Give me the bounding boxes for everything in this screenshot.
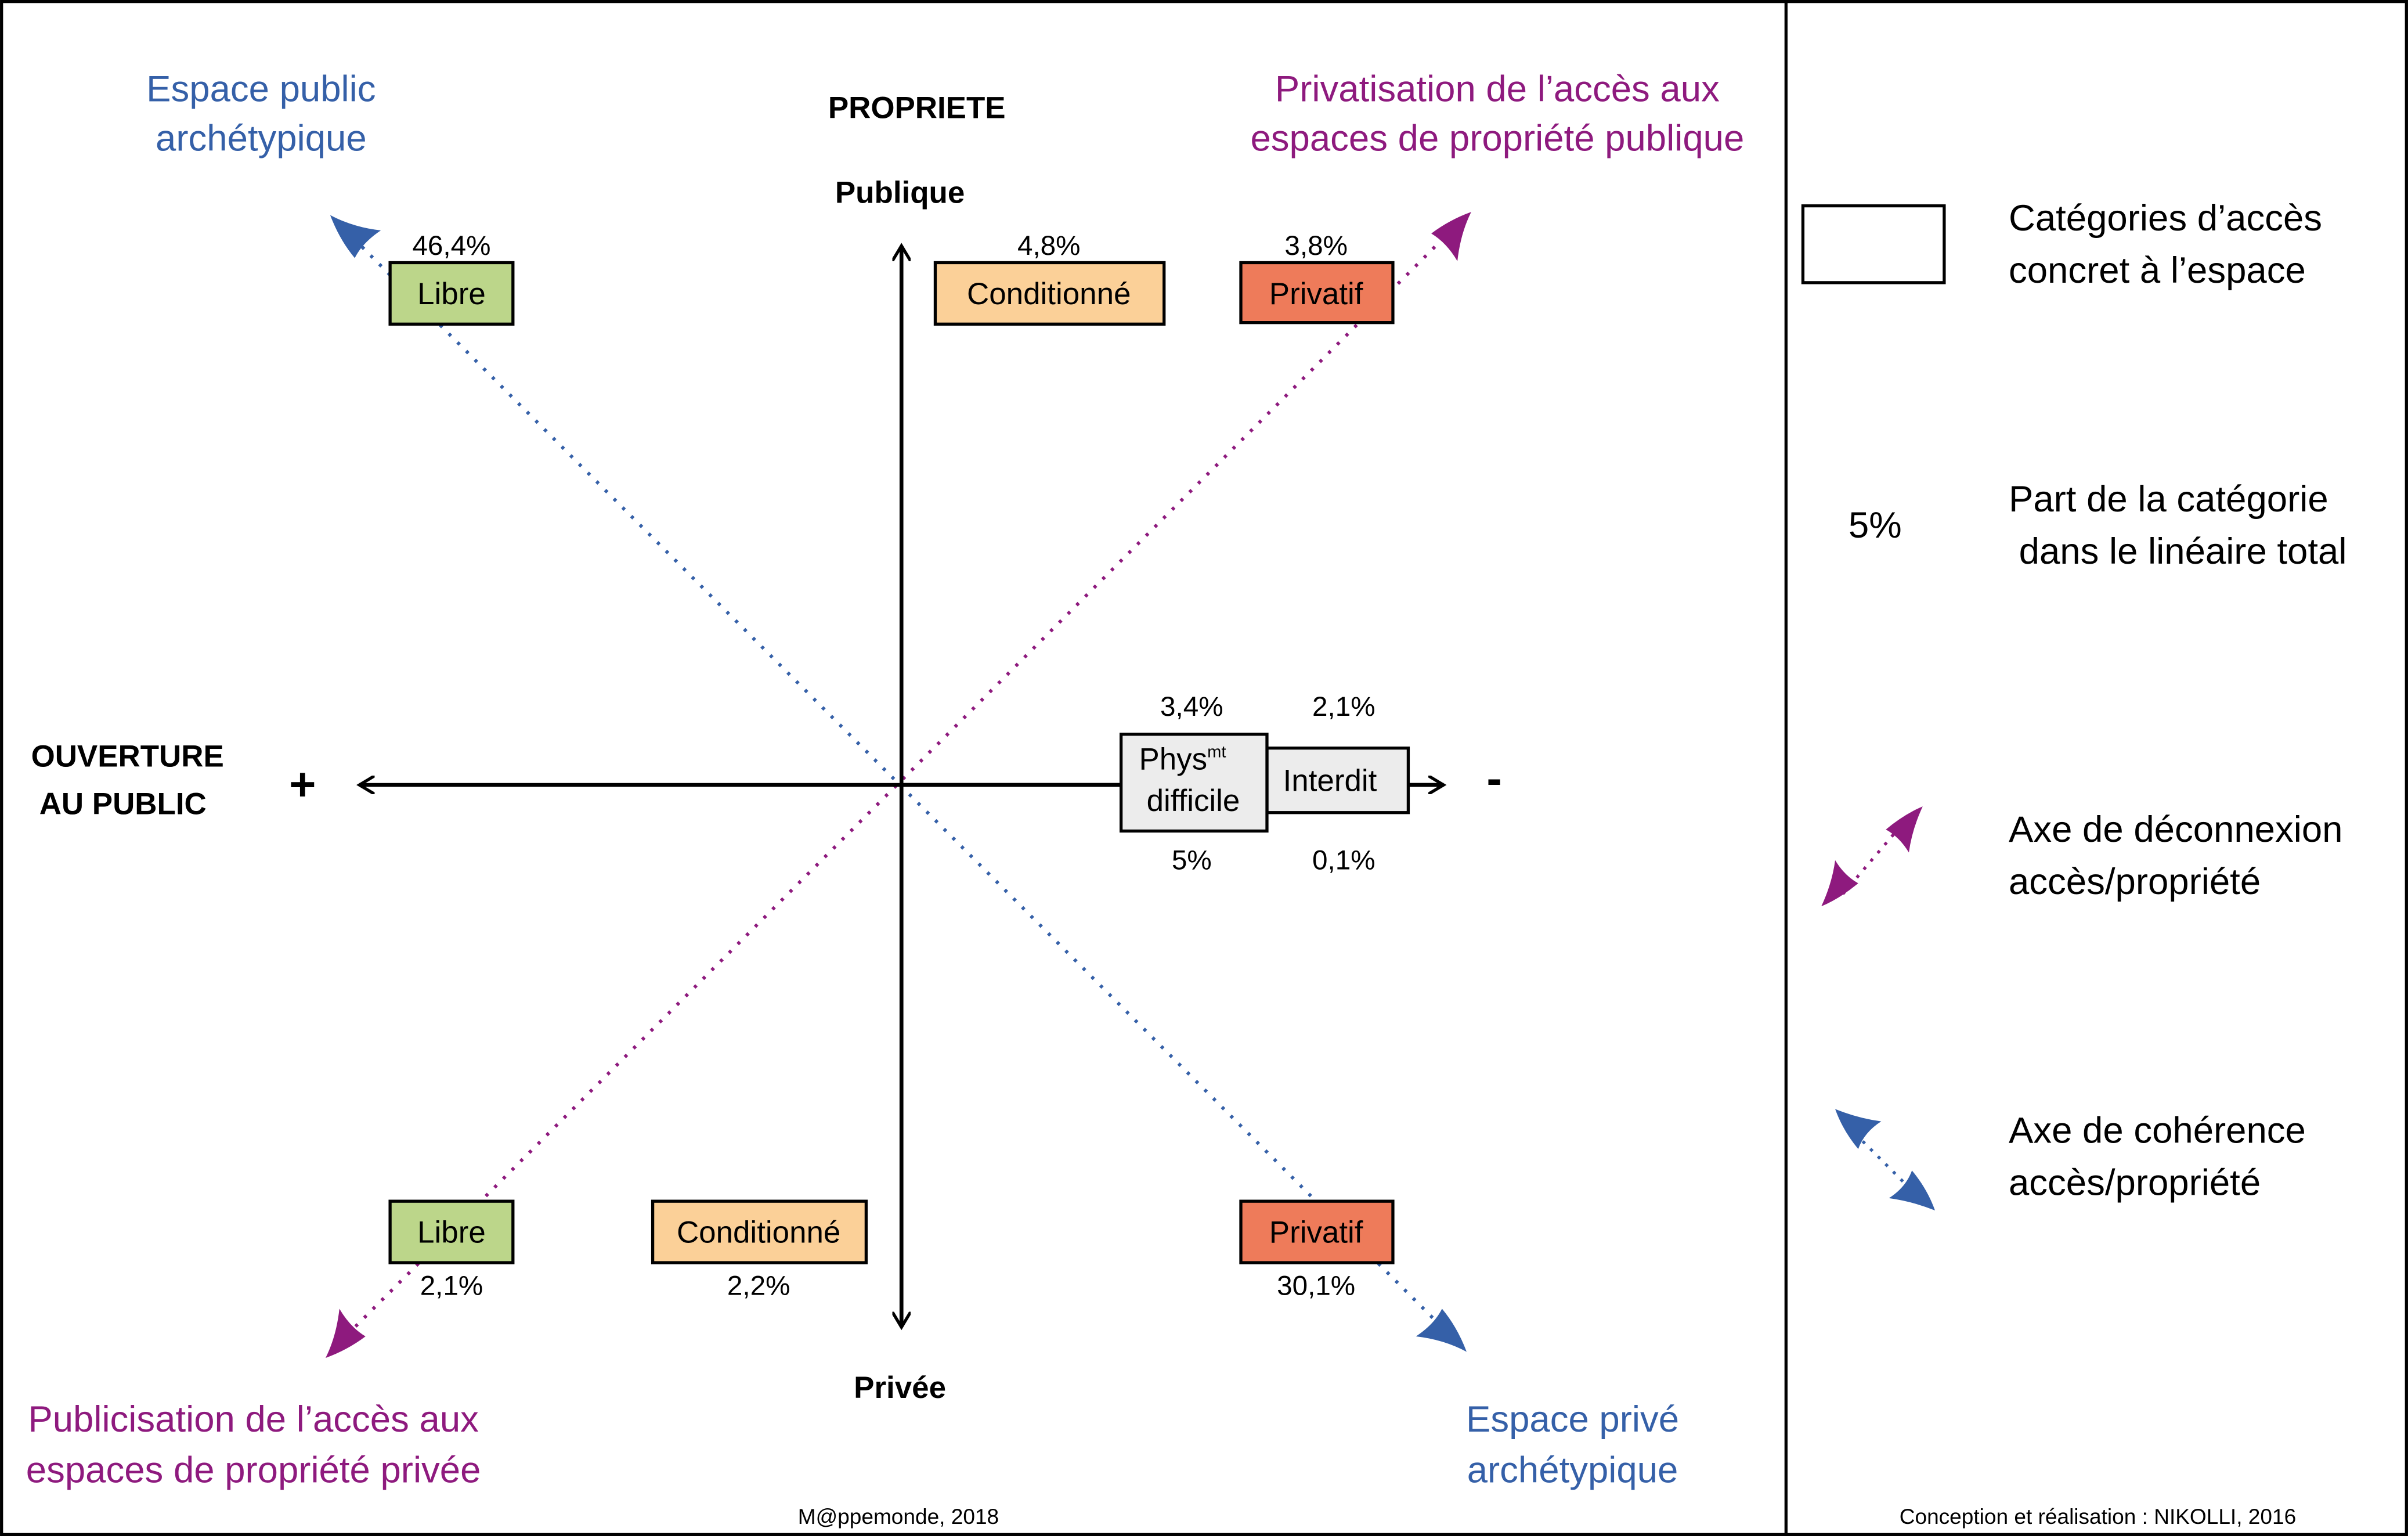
legend-coherence-text-l1: Axe de cohérence [2009,1111,2306,1151]
category-box [651,1199,868,1264]
private-pole-label: Privée [854,1371,946,1405]
share-public-label: 2,1% [1312,691,1376,722]
category-label: Libre [417,1216,486,1250]
corner-label-public-archetype-l1: Espace public [146,69,376,110]
category-box [1239,1199,1395,1264]
category-label: Libre [417,277,486,311]
corner-label-public-archetype-l2: archétypique [156,118,367,158]
category-prive-privatif: Privatif 30,1% [1239,1199,1395,1302]
legend-box-text-l1: Catégories d’accès [2009,198,2322,239]
share-label: 2,1% [420,1271,483,1302]
corner-label-private-archetype-l1: Espace privé [1466,1399,1679,1440]
category-box [1239,261,1395,325]
category-prive-libre: Libre 2,1% [388,1199,515,1302]
property-axis-title: PROPRIETE [828,91,1006,125]
category-label-line2: difficile [1147,784,1240,818]
category-phys-difficile: Physmt difficile 3,4% 5% [1119,691,1269,876]
share-label: 3,8% [1284,230,1348,261]
legend-share-sample: 5% [1849,505,1902,546]
share-private-label: 5% [1172,845,1212,876]
legend-box-text-l2: concret à l’espace [2009,250,2306,291]
more-open-sign: + [289,759,316,810]
legend-coherence-arrow-icon [1835,1109,1935,1211]
share-private-label: 0,1% [1312,845,1376,876]
share-label: 2,2% [727,1271,790,1302]
category-label-line1: Physmt [1139,743,1226,777]
category-box [1119,733,1269,833]
corner-label-publicisation-l1: Publicisation de l’accès aux [28,1399,479,1440]
legend: Catégories d’accès concret à l’espace 5%… [1801,198,2346,1211]
legend-disconnection-arrow-icon [1821,806,1923,907]
corner-label-privatisation-l1: Privatisation de l’accès aux [1275,69,1720,110]
category-interdit: Interdit 2,1% 0,1% [1265,691,1410,876]
category-label: Conditionné [967,277,1131,311]
category-public-conditionne: 4,8% Conditionné [933,230,1166,326]
category-box [1265,746,1410,814]
category-label: Interdit [1283,764,1377,798]
share-public-label: 3,4% [1160,691,1223,722]
disconnection-arrowhead-bottom-left-icon [325,1309,366,1358]
category-box [388,261,515,326]
share-label: 4,8% [1017,230,1081,261]
openness-axis-title-line2: AU PUBLIC [39,787,207,821]
corner-label-publicisation-l2: espaces de propriété privée [26,1450,481,1490]
share-label: 30,1% [1277,1271,1355,1302]
category-label: Privatif [1269,1216,1363,1250]
legend-share-text-l1: Part de la catégorie [2009,479,2328,520]
legend-coherence-text-l2: accès/propriété [2009,1163,2261,1203]
category-public-libre: 46,4% Libre [388,230,515,326]
category-public-privatif: 3,8% Privatif [1239,230,1395,325]
legend-disconnection-text-l1: Axe de déconnexion [2009,809,2342,850]
legend-share-text-l2: dans le linéaire total [2009,531,2346,572]
category-box [933,261,1166,326]
legend-disconnection-text-l2: accès/propriété [2009,862,2261,902]
category-prive-conditionne: Conditionné 2,2% [651,1199,868,1302]
disconnection-arrowhead-top-right-icon [1431,212,1471,261]
category-label: Privatif [1269,277,1363,311]
category-label: Conditionné [677,1216,840,1250]
openness-axis-title-line1: OUVERTURE [31,739,224,773]
less-open-sign: - [1486,752,1501,804]
corner-label-private-archetype-l2: archétypique [1467,1450,1678,1490]
coherence-arrowhead-top-left-icon [330,215,381,258]
public-pole-label: Publique [835,175,965,210]
share-label: 46,4% [412,230,490,261]
coherence-arrowhead-bottom-right-icon [1416,1309,1467,1352]
legend-box-swatch [1801,204,1946,284]
category-box [388,1199,515,1264]
author-credit: Conception et réalisation : NIKOLLI, 201… [1900,1504,2296,1529]
disconnection-axis-line [344,237,1445,1338]
corner-label-privatisation-l2: espaces de propriété publique [1250,118,1744,158]
source-credit: M@ppemonde, 2018 [798,1504,999,1529]
